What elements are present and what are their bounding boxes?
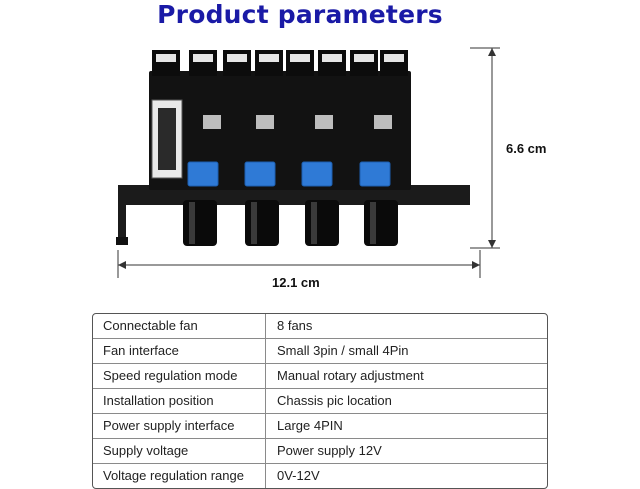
fan-connectors [152, 50, 408, 76]
parameter-name: Installation position [93, 389, 266, 413]
dimension-lines [117, 47, 500, 278]
parameter-name: Supply voltage [93, 439, 266, 463]
table-row: Voltage regulation range 0V-12V [93, 463, 547, 488]
parameter-value: Power supply 12V [277, 443, 382, 458]
parameter-name: Connectable fan [93, 314, 266, 338]
regulators [203, 115, 392, 129]
pci-bracket [118, 185, 470, 240]
parameter-value: Manual rotary adjustment [277, 368, 424, 383]
knobs [183, 200, 398, 246]
fan-controller-image [116, 47, 500, 278]
table-row: Supply voltage Power supply 12V [93, 438, 547, 463]
width-dimension-label: 12.1 cm [272, 275, 320, 290]
bracket-tab [116, 237, 128, 245]
parameter-name: Fan interface [93, 339, 266, 363]
table-row: Speed regulation mode Manual rotary adju… [93, 363, 547, 388]
parameter-value: 0V-12V [277, 468, 320, 483]
table-row: Fan interface Small 3pin / small 4Pin [93, 338, 547, 363]
pcb-board [149, 71, 411, 190]
table-row: Installation position Chassis pic locati… [93, 388, 547, 413]
potentiometers [187, 161, 391, 187]
product-figure: 6.6 cm 12.1 cm [0, 30, 640, 300]
table-row: Connectable fan 8 fans [93, 314, 547, 338]
parameter-value: 8 fans [277, 318, 313, 333]
parameter-name: Voltage regulation range [93, 464, 266, 488]
parameter-value: Chassis pic location [277, 393, 392, 408]
parameters-table: Connectable fan 8 fans Fan interface Sma… [92, 313, 548, 489]
parameter-name: Speed regulation mode [93, 364, 266, 388]
page-title: Product parameters [157, 0, 443, 29]
height-dimension-label: 6.6 cm [506, 141, 547, 156]
parameter-name: Power supply interface [93, 414, 266, 438]
parameter-value: Large 4PIN [277, 418, 343, 433]
table-row: Power supply interface Large 4PIN [93, 413, 547, 438]
parameter-value: Small 3pin / small 4Pin [277, 343, 409, 358]
